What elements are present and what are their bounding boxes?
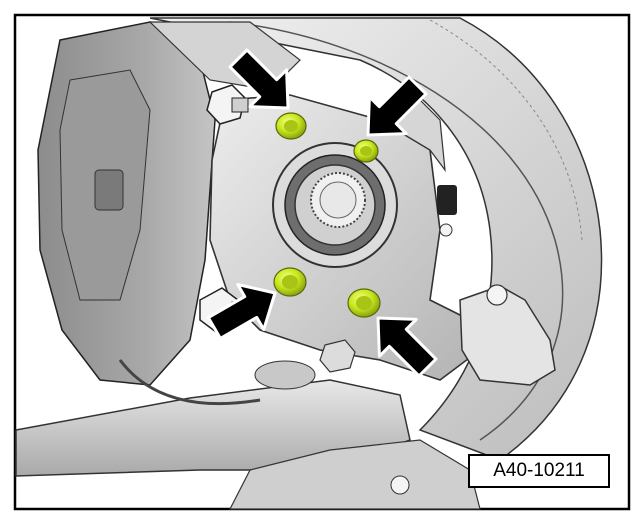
hub-bore [319, 181, 357, 219]
highlighted-bolt [273, 267, 307, 297]
pointer-arrow-icon [206, 282, 277, 340]
tie-rod-end [459, 285, 556, 386]
pointer-arrow-icon [376, 316, 438, 378]
sensor-cable [118, 359, 261, 406]
highlighted-bolt [347, 288, 381, 318]
caliper-bolt-upper [206, 84, 249, 125]
ball-joint-boot [254, 360, 316, 390]
figure-id-label: A40-10211 [468, 454, 610, 488]
disc-vent-line [429, 19, 583, 241]
disc-inner-edge [229, 21, 564, 441]
highlighted-bolt [275, 112, 307, 140]
drawing-content [15, 17, 603, 510]
clip-bolt [439, 223, 453, 237]
sensor-connector [437, 185, 457, 215]
control-arm [15, 379, 411, 477]
pointer-arrow-icon [366, 75, 428, 137]
tie-rod-stud [486, 284, 508, 306]
caliper-slot [94, 169, 124, 211]
ball-joint-nut [319, 339, 356, 373]
highlighted-bolt [353, 139, 379, 163]
lower-bolt [390, 475, 410, 495]
pointer-arrow-icon [228, 48, 290, 110]
